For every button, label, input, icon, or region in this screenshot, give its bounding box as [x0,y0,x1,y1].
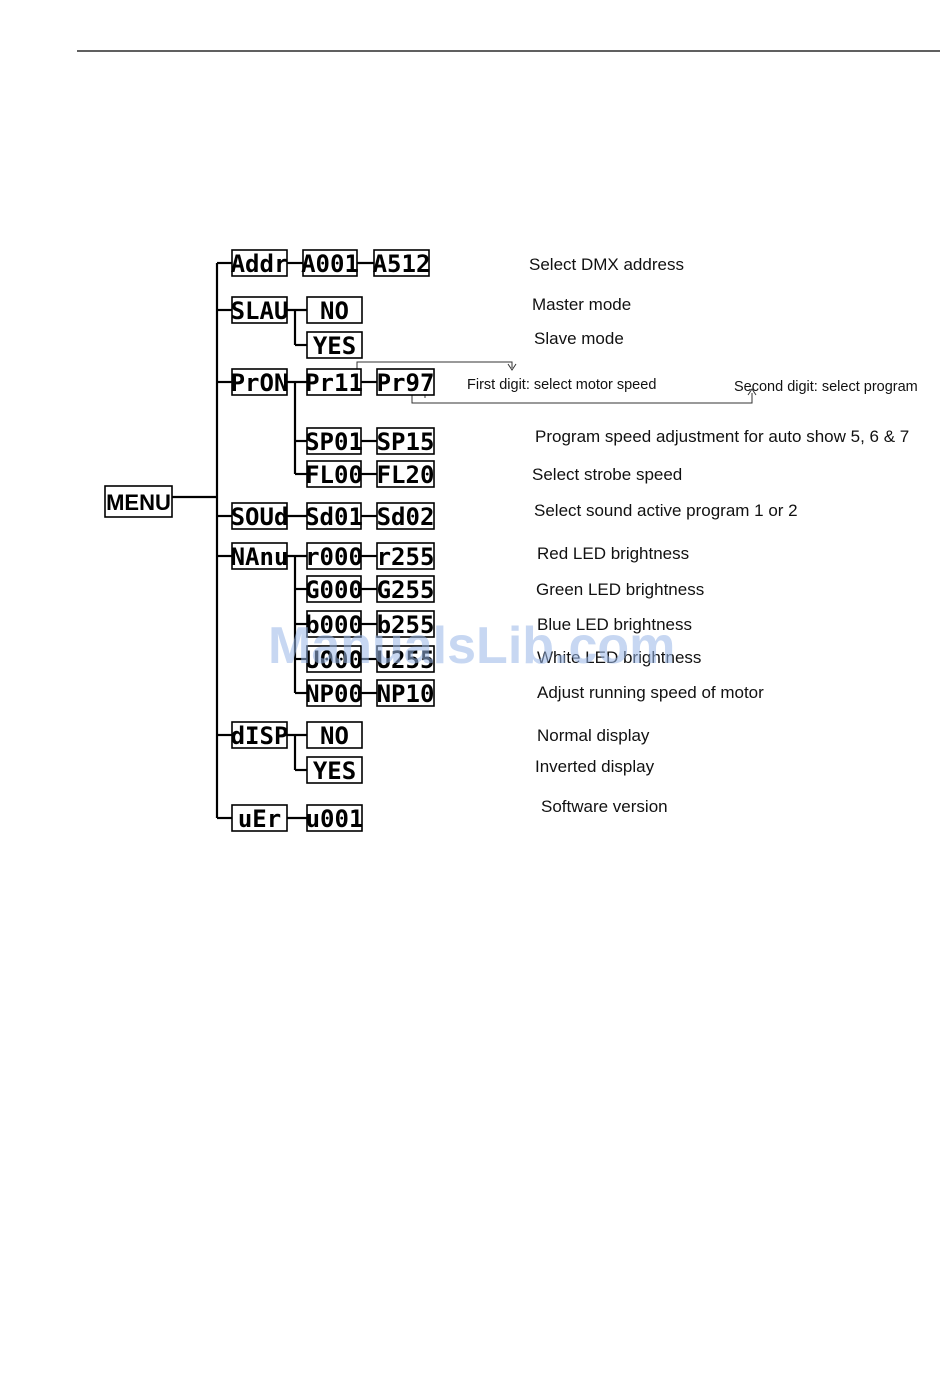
lcd-g000: G000 [305,575,363,604]
svg-text:Pr11: Pr11 [305,369,363,397]
lcd-addr: Addr [231,249,289,278]
value-boxes-second: A512 Pr97 SP15 FL20 Sd02 r255 G255 b255 … [373,249,435,708]
svg-text:SLAU: SLAU [231,297,289,325]
lcd-a512: A512 [373,249,431,278]
desc-master: Master mode [532,295,631,314]
desc-red: Red LED brightness [537,544,689,563]
svg-text:Pr97: Pr97 [377,369,435,397]
desc-strobe: Select strobe speed [532,465,682,484]
desc-green: Green LED brightness [536,580,704,599]
lcd-np10: NP10 [376,679,435,708]
svg-text:PrON: PrON [231,369,289,397]
svg-text:A512: A512 [373,250,431,278]
svg-text:SP01: SP01 [305,428,363,456]
svg-text:A001: A001 [301,250,359,278]
note-first-digit: First digit: select motor speed [467,377,656,393]
svg-text:U000: U000 [305,646,363,674]
svg-text:NP10: NP10 [377,680,435,708]
desc-sound: Select sound active program 1 or 2 [534,501,798,520]
lcd-a001: A001 [301,249,359,278]
svg-text:NO: NO [320,722,349,750]
lcd-nanu: NAnu [231,542,289,571]
lcd-u001: u001 [306,804,364,833]
lcd-sp15: SP15 [376,427,435,456]
lcd-sp01: SP01 [305,427,363,456]
desc-version: Software version [541,797,668,816]
desc-addr: Select DMX address [529,255,684,274]
lcd-r000: r000 [305,542,363,571]
svg-text:Sd02: Sd02 [377,503,435,531]
svg-text:SP15: SP15 [377,428,435,456]
note-second-digit: Second digit: select program [734,379,918,395]
svg-text:Addr: Addr [231,250,289,278]
lcd-disp-no: NO [306,721,363,750]
lcd-u255: U255 [376,645,435,674]
lcd-b255: b255 [376,610,435,639]
desc-program-speed: Program speed adjustment for auto show 5… [535,427,909,446]
svg-text:U255: U255 [377,646,435,674]
lcd-b000: b000 [305,610,363,639]
watermark: ManualsLib.com [268,617,675,675]
value-boxes-first: A001 NO YES Pr11 SP01 FL00 Sd01 r000 G00… [301,249,364,833]
lcd-fl20: FL20 [376,460,435,489]
lcd-disp: dISP [231,721,289,750]
svg-text:NP00: NP00 [305,680,363,708]
lcd-disp-yes: YES [306,756,363,785]
lcd-ver: uEr [231,804,288,833]
svg-text:dISP: dISP [231,722,289,750]
desc-inverted-display: Inverted display [535,757,655,776]
lcd-r255: r255 [376,542,435,571]
desc-white: White LED brightness [537,648,701,667]
svg-text:G000: G000 [305,576,363,604]
svg-text:FL00: FL00 [305,461,363,489]
svg-text:NO: NO [320,297,349,325]
desc-normal-display: Normal display [537,726,650,745]
lcd-pr11: Pr11 [305,368,363,397]
lcd-pron: PrON [231,368,289,397]
lcd-g255: G255 [376,575,435,604]
menu-root: MENU [104,485,173,518]
svg-text:b255: b255 [377,611,435,639]
svg-text:YES: YES [313,332,356,360]
lcd-u000: U000 [305,645,363,674]
svg-text:u001: u001 [306,805,364,833]
descriptions: Select DMX address Master mode Slave mod… [529,255,909,816]
svg-text:YES: YES [313,757,356,785]
lcd-slav: SLAU [231,296,289,325]
svg-text:G255: G255 [377,576,435,604]
menu-label: MENU [106,490,171,515]
lcd-slav-yes: YES [306,331,363,360]
svg-text:Sd01: Sd01 [305,503,363,531]
svg-text:FL20: FL20 [377,461,435,489]
lcd-soud: SOUd [231,502,289,531]
desc-motor: Adjust running speed of motor [537,683,764,702]
desc-slave: Slave mode [534,329,624,348]
svg-text:NAnu: NAnu [231,543,289,571]
lcd-pr97: Pr97 [376,368,435,397]
svg-text:b000: b000 [305,611,363,639]
tree-connectors [172,261,377,820]
lcd-slav-no: NO [306,296,363,325]
main-boxes: Addr SLAU PrON SOUd NAnu dISP uEr [231,249,289,833]
svg-text:SOUd: SOUd [231,503,289,531]
lcd-sd02: Sd02 [376,502,435,531]
lcd-np00: NP00 [305,679,363,708]
svg-text:uEr: uEr [238,805,281,833]
svg-text:r000: r000 [305,543,363,571]
svg-text:r255: r255 [377,543,435,571]
desc-blue: Blue LED brightness [537,615,692,634]
lcd-sd01: Sd01 [305,502,363,531]
lcd-fl00: FL00 [305,460,363,489]
